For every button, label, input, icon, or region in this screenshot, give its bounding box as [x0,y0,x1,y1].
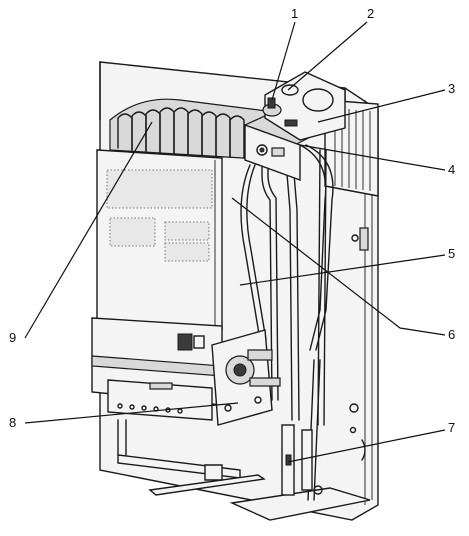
leader-8 [24,402,239,424]
callout-1: 1 [291,6,298,21]
callout-7: 7 [448,420,455,435]
base-feet [117,419,371,521]
callout-5: 5 [448,246,455,261]
control-unit [243,71,346,181]
cover-vent-top [106,169,213,209]
callout-2: 2 [367,6,374,21]
leader-3 [317,89,446,123]
callout-labels: 1 2 3 4 5 6 7 8 9 [9,6,455,435]
cover-vent-left [109,217,156,247]
leader-6 [231,197,446,336]
callout-8: 8 [9,415,16,430]
lower-panel [91,317,223,421]
leader-7 [287,429,446,463]
front-cover [96,149,223,331]
callout-4: 4 [448,162,455,177]
leader-5 [239,254,446,286]
pipework [240,144,334,501]
callout-9: 9 [9,330,16,345]
cover-vent-right-top [164,221,210,241]
cover-vent-right-bottom [164,242,210,262]
thermocouple-bracket [281,424,323,496]
callout-3: 3 [448,81,455,96]
gas-valve-assembly [211,329,281,426]
leader-9 [24,121,153,339]
callout-6: 6 [448,327,455,342]
leader-4 [299,144,446,171]
leader-1 [271,21,296,101]
leader-lines [24,21,446,463]
leader-2 [287,21,368,91]
